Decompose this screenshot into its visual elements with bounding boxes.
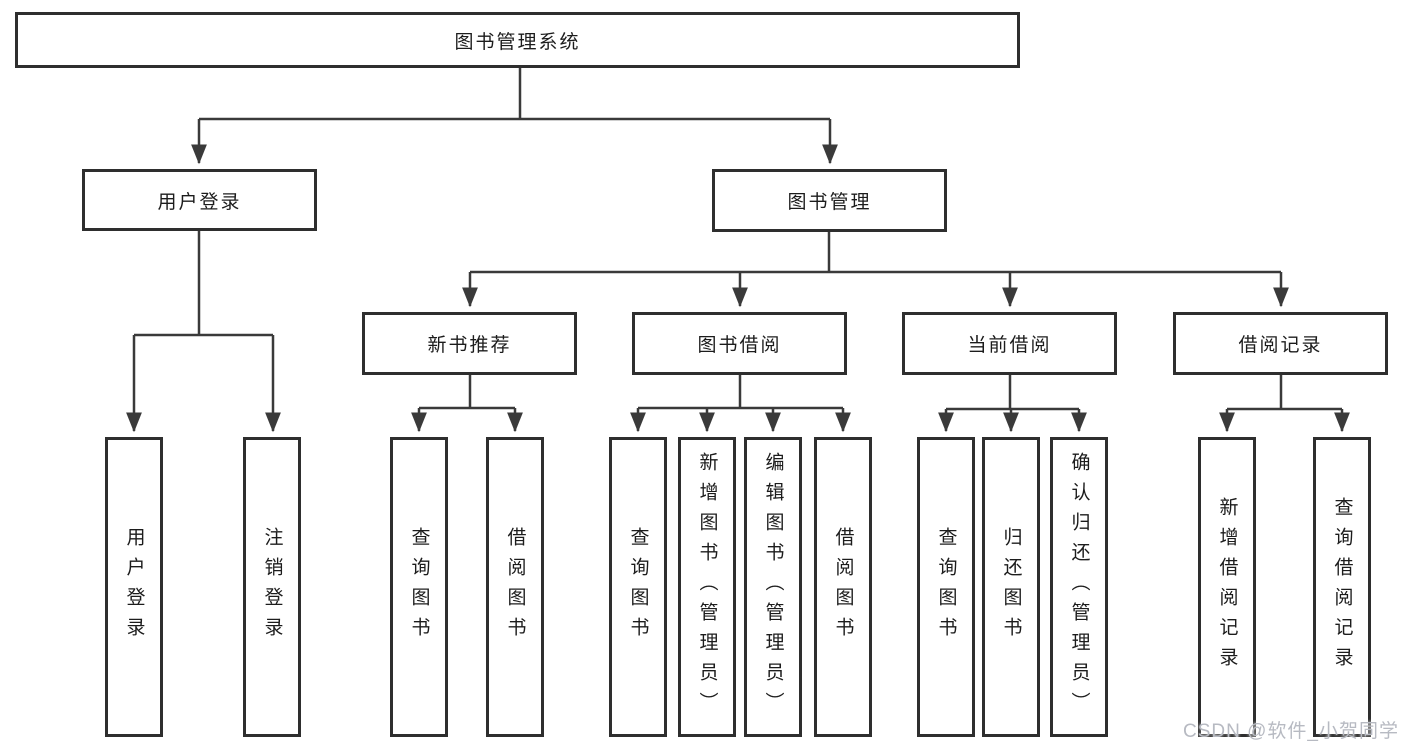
node-book-management-branch: 图书管理	[712, 169, 947, 232]
leaf-query-books-borrowing: 查询图书	[609, 437, 667, 737]
leaf-query-borrow-record-label: 查询借阅记录	[1331, 497, 1353, 677]
leaf-borrow-books-borrowing: 借阅图书	[814, 437, 872, 737]
leaf-user-login: 用户登录	[105, 437, 163, 737]
node-current-borrowing: 当前借阅	[902, 312, 1117, 375]
node-user-login-branch: 用户登录	[82, 169, 317, 231]
leaf-user-login-label: 用户登录	[123, 527, 145, 647]
leaf-borrow-books-recommend: 借阅图书	[486, 437, 544, 737]
leaf-return-books: 归还图书	[982, 437, 1040, 737]
leaf-query-books-recommend-label: 查询图书	[408, 527, 430, 647]
leaf-logout-label: 注销登录	[261, 527, 283, 647]
leaf-add-borrow-record-label: 新增借阅记录	[1216, 497, 1238, 677]
leaf-confirm-return-admin: 确认归还（管理员）	[1050, 437, 1108, 737]
leaf-edit-books-admin-label: 编辑图书（管理员）	[762, 452, 784, 722]
leaf-confirm-return-admin-label: 确认归还（管理员）	[1068, 452, 1090, 722]
leaf-query-borrow-record: 查询借阅记录	[1313, 437, 1371, 737]
leaf-return-books-label: 归还图书	[1000, 527, 1022, 647]
leaf-query-books-current: 查询图书	[917, 437, 975, 737]
leaf-query-books-borrowing-label: 查询图书	[627, 527, 649, 647]
leaf-add-books-admin-label: 新增图书（管理员）	[696, 452, 718, 722]
leaf-add-books-admin: 新增图书（管理员）	[678, 437, 736, 737]
leaf-borrow-books-borrowing-label: 借阅图书	[832, 527, 854, 647]
leaf-add-borrow-record: 新增借阅记录	[1198, 437, 1256, 737]
node-book-borrowing: 图书借阅	[632, 312, 847, 375]
leaf-query-books-recommend: 查询图书	[390, 437, 448, 737]
node-new-book-recommend: 新书推荐	[362, 312, 577, 375]
node-library-management-system: 图书管理系统	[15, 12, 1020, 68]
leaf-logout: 注销登录	[243, 437, 301, 737]
watermark-text: CSDN @软件_小贺同学	[1183, 721, 1399, 742]
node-borrowing-records: 借阅记录	[1173, 312, 1388, 375]
leaf-query-books-current-label: 查询图书	[935, 527, 957, 647]
leaf-edit-books-admin: 编辑图书（管理员）	[744, 437, 802, 737]
leaf-borrow-books-recommend-label: 借阅图书	[504, 527, 526, 647]
